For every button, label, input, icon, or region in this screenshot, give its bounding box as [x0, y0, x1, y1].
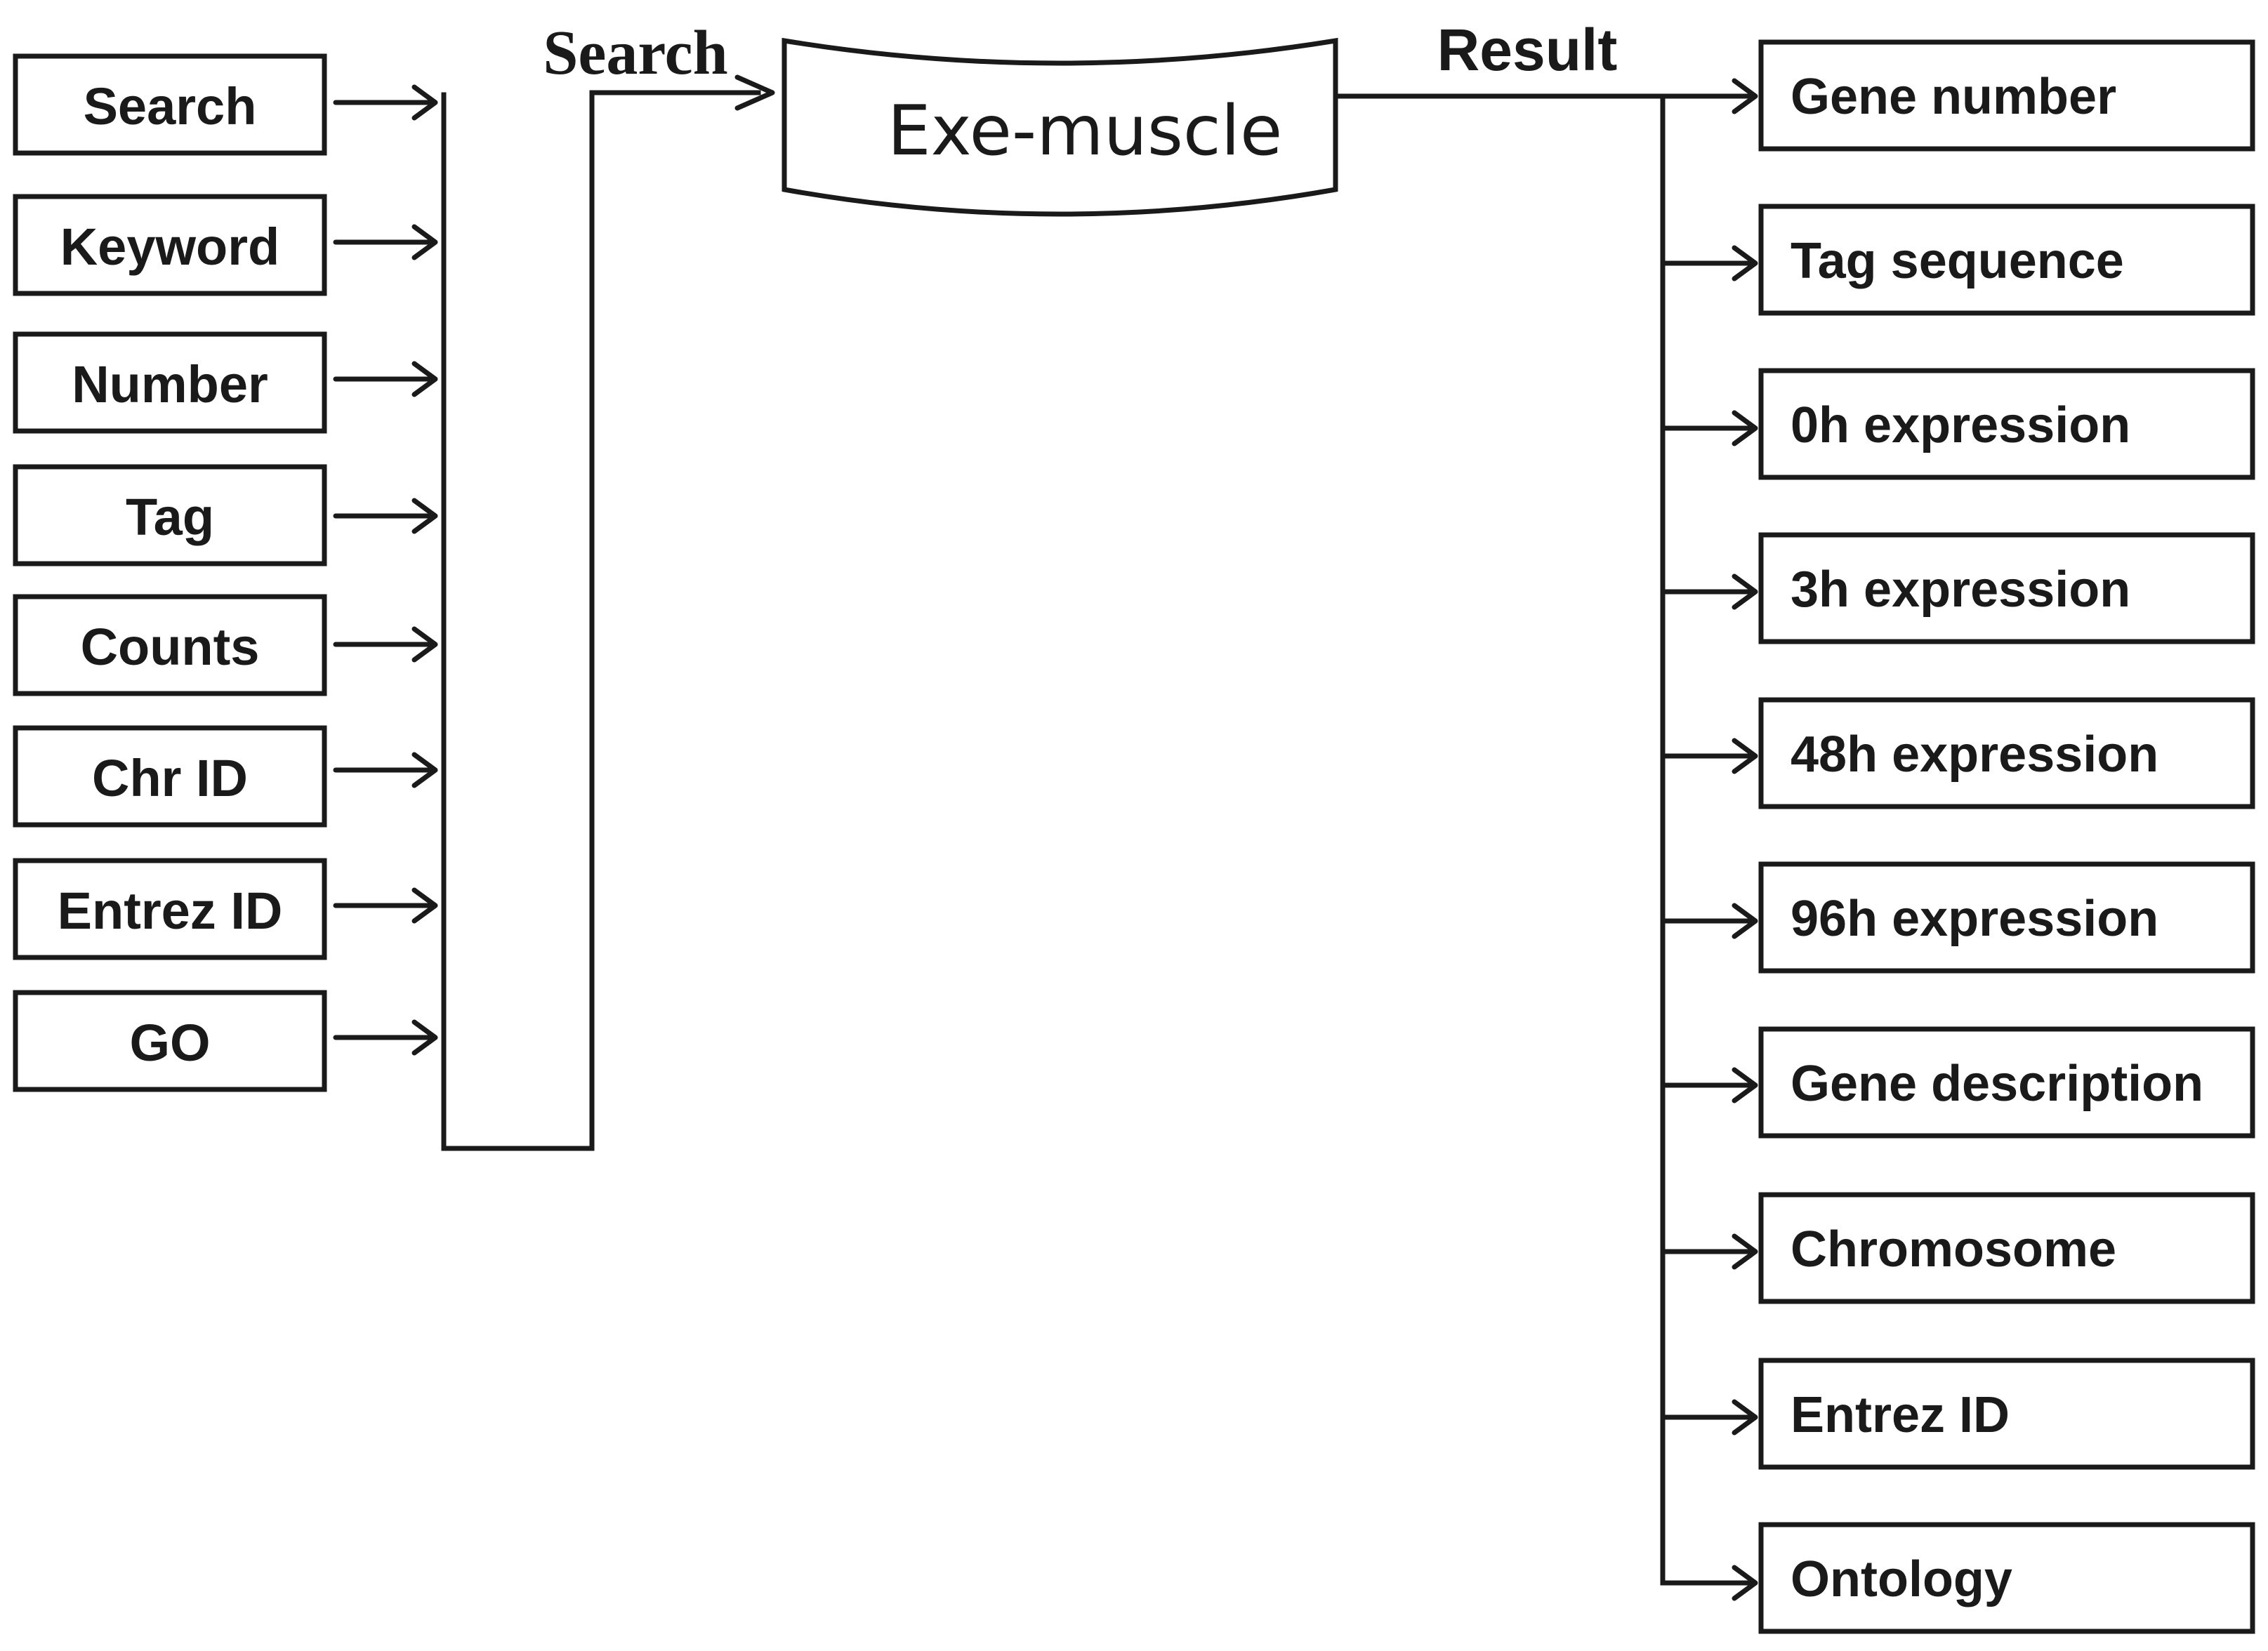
arrow-ontology	[1660, 1565, 1758, 1601]
search-field-go: GO	[13, 990, 327, 1092]
database-label: Exe-muscle	[888, 91, 1283, 171]
database-node: Exe-muscle	[782, 37, 1338, 217]
arrow-entrez-id	[333, 887, 438, 924]
result-field-label: Gene description	[1791, 1056, 2203, 1112]
result-field-label: 96h expression	[1791, 891, 2158, 947]
result-fields-group: Gene number Tag sequence 0h expression 3…	[1758, 39, 2255, 1634]
arrow-go	[333, 1019, 438, 1056]
result-field-chromosome: Chromosome	[1758, 1192, 2255, 1304]
result-field-label: Tag sequence	[1791, 233, 2124, 289]
result-field-tag-sequence: Tag sequence	[1758, 204, 2255, 316]
arrow-tag-sequence	[1660, 245, 1758, 281]
result-field-label: Entrez ID	[1791, 1387, 2010, 1443]
arrow-gene-description	[1660, 1067, 1758, 1103]
search-field-counts: Counts	[13, 594, 327, 696]
arrow-entrez-id-result	[1660, 1399, 1758, 1435]
result-field-96h-expression: 96h expression	[1758, 861, 2255, 974]
arrow-3h-expression	[1660, 573, 1758, 610]
search-field-chr-id: Chr ID	[13, 725, 327, 828]
result-field-arrows	[1660, 78, 1758, 1601]
result-field-entrez-id: Entrez ID	[1758, 1358, 2255, 1470]
search-field-label: Tag	[126, 488, 214, 546]
result-field-label: 0h expression	[1791, 397, 2130, 453]
result-field-label: Gene number	[1791, 69, 2116, 125]
search-field-arrows	[333, 84, 438, 1056]
arrow-chr-id	[333, 752, 438, 788]
arrow-keyword	[333, 224, 438, 260]
result-field-gene-number: Gene number	[1758, 39, 2255, 152]
arrow-96h-expression	[1660, 903, 1758, 939]
result-connector-line	[1333, 93, 1666, 1586]
database-shape	[782, 37, 1338, 217]
search-field-label: GO	[129, 1014, 210, 1072]
search-field-label: Number	[72, 355, 268, 413]
arrow-search	[333, 84, 438, 121]
arrow-chromosome	[1660, 1233, 1758, 1270]
search-to-database-arrow	[734, 74, 775, 111]
search-field-label: Chr ID	[92, 749, 248, 807]
search-collector-line	[441, 90, 761, 1151]
arrow-0h-expression	[1660, 410, 1758, 446]
result-field-48h-expression: 48h expression	[1758, 697, 2255, 809]
arrow-gene-number	[1660, 78, 1758, 114]
arrow-number	[333, 361, 438, 397]
result-field-label: 48h expression	[1791, 727, 2158, 783]
result-field-ontology: Ontology	[1758, 1522, 2255, 1634]
arrow-48h-expression	[1660, 738, 1758, 774]
result-flow-label: Result	[1437, 17, 1618, 83]
arrow-counts	[333, 626, 438, 663]
search-field-number: Number	[13, 331, 327, 434]
result-field-3h-expression: 3h expression	[1758, 532, 2255, 644]
result-field-label: Ontology	[1791, 1551, 2012, 1607]
arrow-tag	[333, 498, 438, 534]
search-field-label: Counts	[81, 618, 260, 676]
search-field-entrez-id: Entrez ID	[13, 858, 327, 960]
search-field-search: Search	[13, 53, 327, 156]
result-field-label: 3h expression	[1791, 562, 2130, 618]
search-field-label: Keyword	[60, 218, 280, 276]
search-field-label: Entrez ID	[58, 882, 283, 940]
result-field-label: Chromosome	[1791, 1221, 2116, 1278]
search-field-tag: Tag	[13, 464, 327, 566]
search-field-keyword: Keyword	[13, 194, 327, 296]
search-field-label: Search	[84, 77, 257, 135]
search-fields-group: Search Keyword Number Tag Counts Chr ID …	[13, 53, 327, 1092]
result-field-gene-description: Gene description	[1758, 1026, 2255, 1139]
search-flow-label: Search	[543, 18, 727, 88]
result-field-0h-expression: 0h expression	[1758, 368, 2255, 480]
